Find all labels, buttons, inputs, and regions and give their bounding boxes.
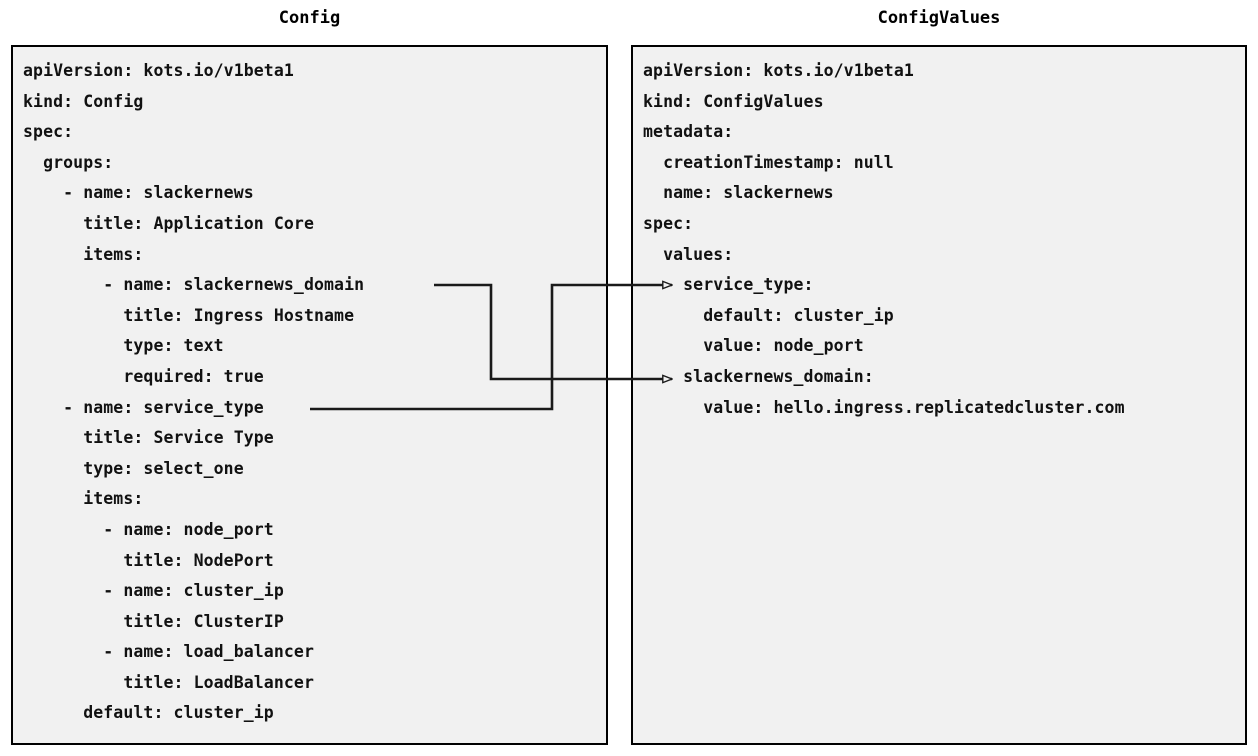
yaml-line: value: hello.ingress.replicatedcluster.c… (643, 397, 1125, 417)
configvalues-yaml-lines: apiVersion: kots.io/v1beta1 kind: ConfigV… (643, 56, 1125, 423)
yaml-line: name: slackernews (643, 183, 834, 203)
yaml-line: - name: cluster_ip (23, 581, 284, 601)
config-panel-title: Config (278, 8, 341, 28)
yaml-line: default: cluster_ip (23, 703, 274, 723)
yaml-line: type: select_one (23, 458, 244, 478)
yaml-line: spec: (643, 213, 694, 233)
configvalues-panel-title: ConfigValues (877, 8, 1001, 28)
yaml-line: creationTimestamp: null (643, 152, 894, 172)
configvalues-yaml-box: apiVersion: kots.io/v1beta1 kind: ConfigV… (631, 45, 1247, 745)
yaml-line: value: node_port (643, 336, 864, 356)
yaml-line: title: Service Type (23, 428, 274, 448)
yaml-line: title: Ingress Hostname (23, 305, 355, 325)
yaml-line: spec: (23, 122, 74, 142)
yaml-line: title: Application Core (23, 213, 314, 233)
config-yaml-lines: apiVersion: kots.io/v1beta1 kind: Config s… (23, 56, 364, 729)
yaml-line: required: true (23, 366, 264, 386)
yaml-line: kind: Config (23, 91, 144, 111)
yaml-line: items: (23, 489, 144, 509)
yaml-line: title: ClusterIP (23, 611, 284, 631)
yaml-line: - name: slackernews_domain (23, 275, 365, 295)
yaml-line: - name: load_balancer (23, 642, 314, 662)
yaml-line: slackernews_domain: (643, 366, 874, 386)
yaml-line: kind: ConfigValues (643, 91, 824, 111)
yaml-line: apiVersion: kots.io/v1beta1 (643, 61, 914, 80)
yaml-line: type: text (23, 336, 224, 356)
yaml-line: values: (643, 244, 734, 264)
yaml-line: title: LoadBalancer (23, 672, 314, 692)
config-yaml-box: apiVersion: kots.io/v1beta1 kind: Config s… (11, 45, 608, 745)
yaml-line: - name: service_type (23, 397, 264, 417)
yaml-line: title: NodePort (23, 550, 274, 570)
yaml-line: apiVersion: kots.io/v1beta1 (23, 61, 294, 80)
yaml-line: items: (23, 244, 144, 264)
yaml-line: groups: (23, 152, 114, 172)
yaml-line: metadata: (643, 122, 734, 142)
yaml-line: - name: slackernews (23, 183, 254, 203)
yaml-line: default: cluster_ip (643, 305, 894, 325)
yaml-line: - name: node_port (23, 519, 274, 539)
yaml-line: service_type: (643, 275, 814, 295)
